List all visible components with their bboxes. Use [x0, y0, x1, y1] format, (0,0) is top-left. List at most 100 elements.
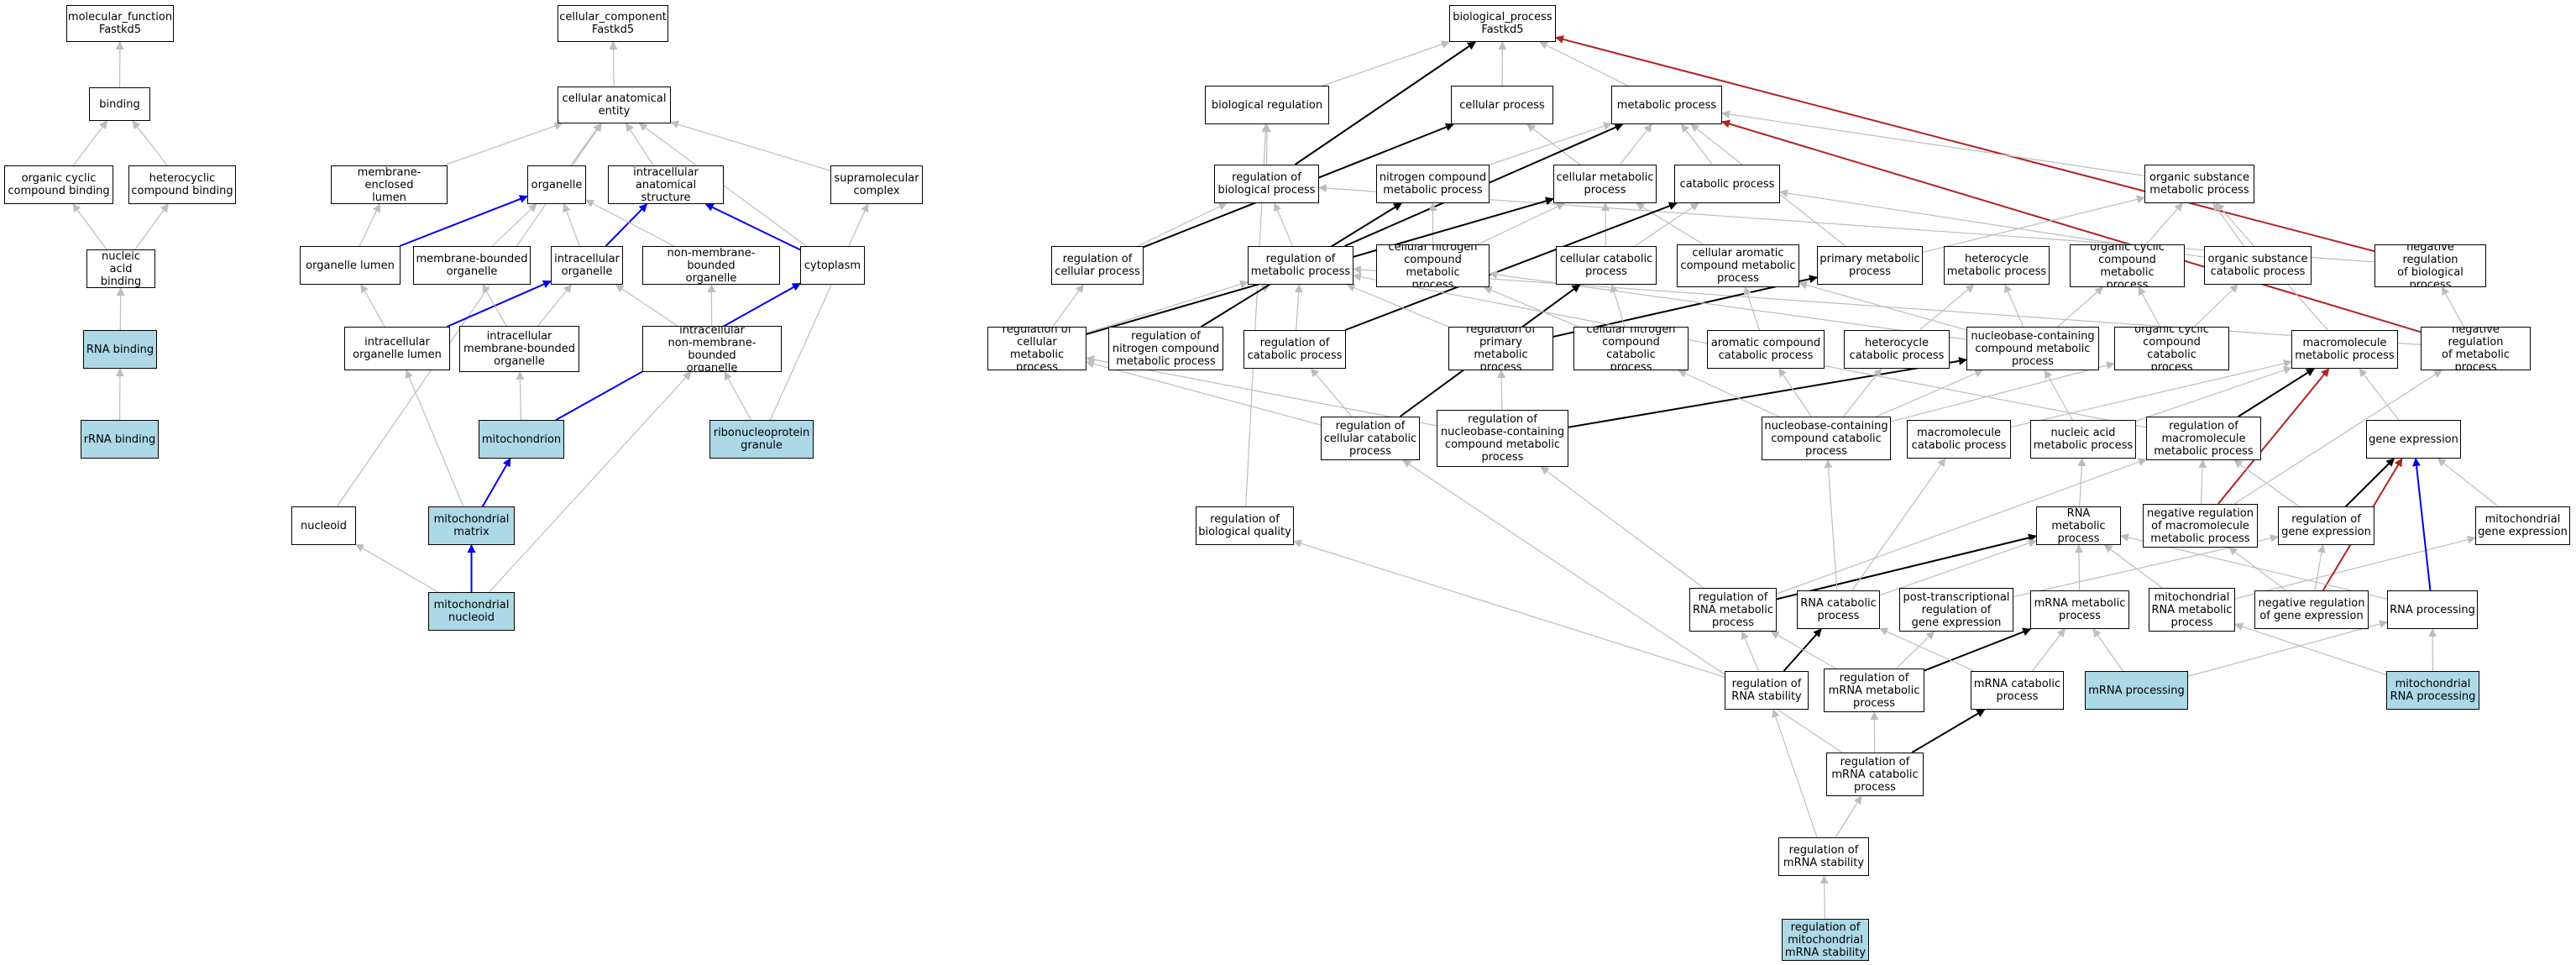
go-node[interactable]: organelle: [527, 165, 586, 204]
go-node[interactable]: regulation of nitrogen compound metaboli…: [1108, 327, 1223, 370]
go-node[interactable]: mitochondrion: [479, 420, 564, 459]
edge-catp-to-mp: [1681, 123, 1713, 165]
go-node[interactable]: nucleobase-containing compound catabolic…: [1762, 417, 1891, 460]
go-node[interactable]: primary metabolic process: [1817, 246, 1923, 285]
go-node[interactable]: mitochondrial matrix: [428, 506, 515, 545]
go-node[interactable]: regulation of mRNA stability: [1778, 837, 1869, 876]
go-node[interactable]: regulation of mitochondrial mRNA stabili…: [1782, 919, 1869, 961]
go-node[interactable]: regulation of cellular catabolic process: [1321, 417, 1420, 460]
edge-namp-to-mmp: [2135, 366, 2292, 422]
go-node[interactable]: catabolic process: [1674, 165, 1780, 203]
go-node[interactable]: RNA metabolic process: [2036, 506, 2121, 545]
go-node[interactable]: post-transcriptional regulation of gene …: [1899, 588, 2013, 632]
go-node[interactable]: mitochondrial RNA metabolic process: [2149, 588, 2235, 632]
go-node[interactable]: regulation of catabolic process: [1243, 330, 1346, 369]
edge-rrnas-to-rnacp: [1783, 628, 1822, 672]
go-node[interactable]: cellular metabolic process: [1553, 165, 1657, 203]
edge-nab-to-ocb: [72, 203, 107, 250]
go-node[interactable]: intracellular non-membrane-bounded organ…: [642, 326, 782, 372]
go-node[interactable]: nucleoid: [291, 506, 356, 545]
go-node[interactable]: macromolecule catabolic process: [1907, 420, 2011, 459]
edge-rmrnamp-to-ptrge: [1896, 631, 1935, 669]
go-node[interactable]: organic cyclic compound catabolic proces…: [2114, 327, 2229, 370]
go-node[interactable]: rRNA binding: [81, 420, 159, 459]
go-node[interactable]: nucleic acid binding: [86, 249, 155, 288]
go-node[interactable]: regulation of mRNA metabolic process: [1824, 669, 1924, 712]
go-node[interactable]: cellular aromatic compound metabolic pro…: [1677, 244, 1799, 287]
edge-rcmp-to-rmp: [1086, 280, 1249, 333]
go-node[interactable]: organic substance metabolic process: [2144, 165, 2254, 203]
edge-nbcmp-to-occmp: [2057, 286, 2104, 328]
edge-mrnaproc-to-rnaproc: [2187, 620, 2388, 677]
go-node[interactable]: mRNA catabolic process: [1971, 671, 2064, 710]
go-node[interactable]: nucleobase-containing compound metabolic…: [1966, 327, 2099, 370]
go-node[interactable]: RNA processing: [2387, 590, 2478, 629]
go-node[interactable]: negative regulation of gene expression: [2254, 590, 2369, 629]
go-node[interactable]: intracellular anatomical structure: [608, 165, 724, 204]
go-node[interactable]: regulation of mRNA catabolic process: [1826, 753, 1924, 796]
go-node[interactable]: intracellular organelle: [551, 246, 623, 285]
go-node[interactable]: mitochondrial gene expression: [2475, 506, 2570, 545]
go-node[interactable]: cellular_component Fastkd5: [558, 5, 668, 42]
go-node[interactable]: aromatic compound catabolic process: [1707, 330, 1825, 369]
go-node[interactable]: negative regulation of biological proces…: [2374, 244, 2486, 287]
go-node[interactable]: organic cyclic compound metabolic proces…: [2070, 244, 2185, 287]
edge-org-to-cae: [570, 123, 602, 166]
go-node[interactable]: biological_process Fastkd5: [1449, 5, 1556, 42]
go-node[interactable]: regulation of cellular process: [1051, 246, 1144, 285]
go-node[interactable]: molecular_function Fastkd5: [66, 5, 174, 42]
go-node[interactable]: regulation of RNA metabolic process: [1689, 588, 1777, 632]
go-node[interactable]: regulation of primary metabolic process: [1448, 327, 1553, 370]
edge-rrnas-to-rrnamp: [1741, 631, 1759, 672]
go-node[interactable]: organelle lumen: [300, 246, 401, 285]
edge-occmp-to-osmp: [2145, 202, 2183, 245]
go-node[interactable]: regulation of biological process: [1214, 165, 1319, 203]
edge-nrmp-to-nrbp: [2441, 286, 2464, 328]
go-node[interactable]: macromolecule metabolic process: [2291, 330, 2398, 369]
go-node[interactable]: cellular catabolic process: [1556, 246, 1657, 285]
go-node[interactable]: mRNA processing: [2085, 671, 2188, 710]
go-node[interactable]: mRNA metabolic process: [2030, 590, 2129, 629]
edge-cyto-to-ias: [704, 203, 801, 251]
go-node[interactable]: cellular process: [1451, 86, 1553, 124]
go-node[interactable]: nitrogen compound metabolic process: [1376, 165, 1490, 203]
go-node[interactable]: mitochondrial nucleoid: [428, 592, 515, 631]
edge-mel-to-cae: [443, 122, 563, 166]
edge-rnacp-to-rnamp: [1879, 538, 2037, 596]
go-node[interactable]: regulation of gene expression: [2278, 506, 2374, 545]
go-node[interactable]: intracellular membrane-bounded organelle: [459, 326, 579, 372]
go-node[interactable]: negative regulation of macromolecule met…: [2143, 504, 2258, 548]
go-node[interactable]: organic substance catabolic process: [2204, 246, 2312, 285]
go-node[interactable]: membrane-bounded organelle: [413, 246, 531, 285]
go-node[interactable]: non-membrane-bounded organelle: [642, 246, 780, 285]
edge-ccatp-to-catp: [1634, 202, 1699, 247]
go-node[interactable]: binding: [89, 87, 150, 121]
go-node[interactable]: heterocyclic compound binding: [128, 165, 236, 204]
go-node[interactable]: supramolecular complex: [830, 165, 923, 204]
go-node[interactable]: cellular nitrogen compound catabolic pro…: [1573, 327, 1689, 370]
go-node[interactable]: cellular anatomical entity: [558, 87, 671, 123]
go-node[interactable]: mitochondrial RNA processing: [2386, 671, 2479, 710]
go-node[interactable]: gene expression: [2366, 420, 2461, 459]
go-node[interactable]: nucleic acid metabolic process: [2030, 420, 2136, 459]
go-node[interactable]: regulation of macromolecule metabolic pr…: [2146, 417, 2261, 460]
go-node[interactable]: RNA binding: [83, 330, 157, 369]
go-node[interactable]: organic cyclic compound binding: [4, 165, 113, 204]
go-node[interactable]: membrane-enclosed lumen: [331, 165, 448, 204]
go-node[interactable]: cytoplasm: [800, 246, 865, 285]
go-node[interactable]: regulation of metabolic process: [1248, 246, 1353, 285]
go-node[interactable]: heterocycle catabolic process: [1844, 330, 1950, 369]
go-node[interactable]: biological regulation: [1205, 86, 1329, 124]
go-node[interactable]: heterocycle metabolic process: [1944, 246, 2050, 285]
go-node[interactable]: regulation of nucleobase-containing comp…: [1437, 410, 1568, 467]
go-node[interactable]: cellular nitrogen compound metabolic pro…: [1376, 244, 1490, 287]
go-node[interactable]: negative regulation of metabolic process: [2421, 327, 2531, 370]
edge-rrnamp-to-rnbcmp: [1540, 466, 1704, 589]
go-node[interactable]: intracellular organelle lumen: [344, 327, 450, 370]
go-node[interactable]: RNA catabolic process: [1797, 590, 1880, 629]
go-node[interactable]: metabolic process: [1611, 86, 1722, 124]
go-node[interactable]: regulation of RNA stability: [1725, 671, 1809, 710]
go-node[interactable]: regulation of cellular metabolic process: [987, 327, 1086, 370]
go-node[interactable]: regulation of biological quality: [1196, 506, 1294, 545]
go-node[interactable]: ribonucleoprotein granule: [709, 420, 814, 459]
